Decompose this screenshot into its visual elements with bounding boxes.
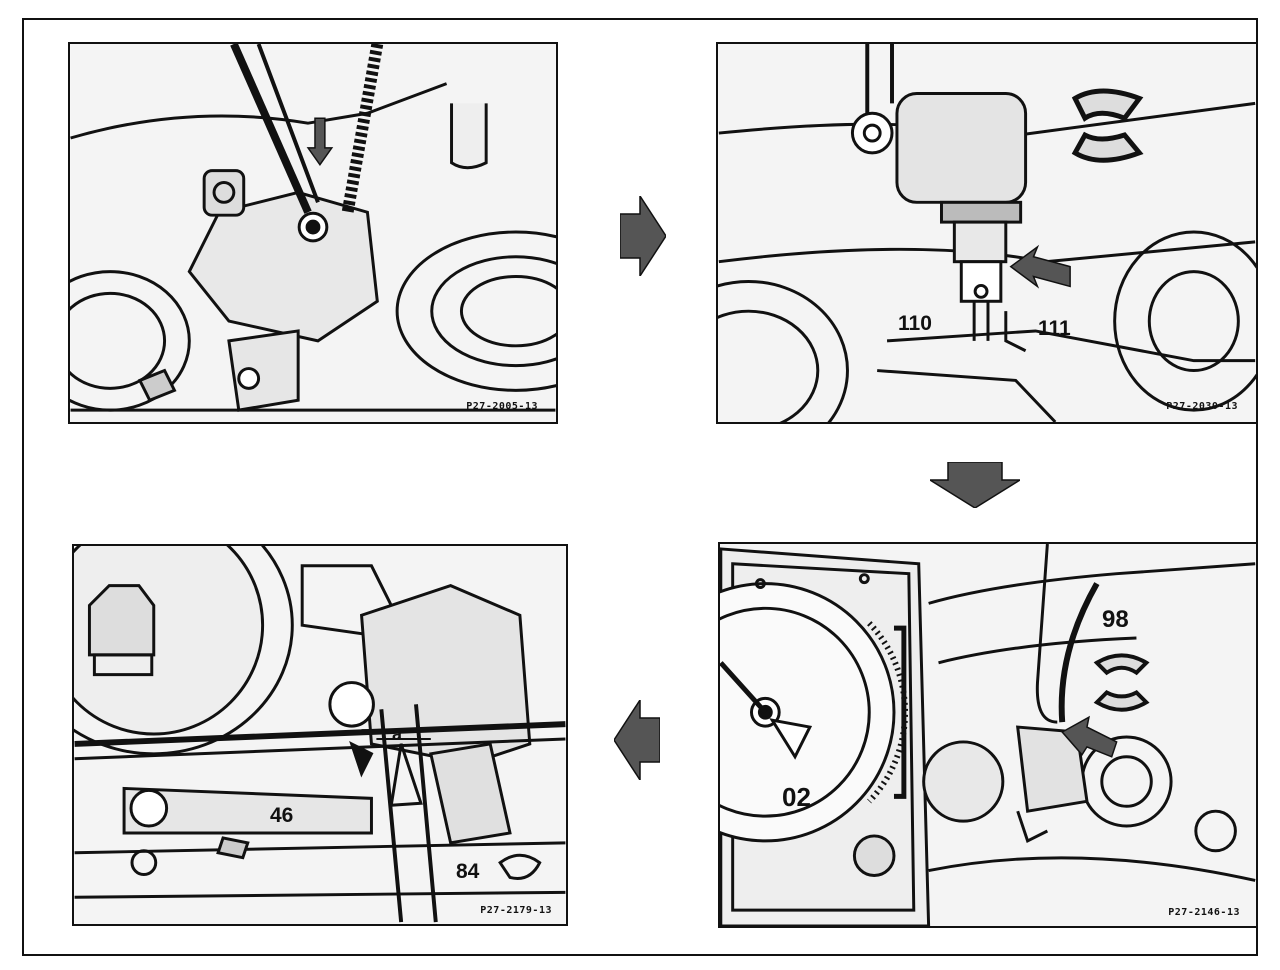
panel-4-measurement: a 46 84 P27-2179-13 [72, 544, 568, 926]
callout-110: 110 [898, 312, 932, 335]
panel-4-code: P27-2179-13 [480, 905, 552, 916]
callout-111: 111 [1038, 317, 1071, 340]
panel-2-code: P27-2030-13 [1166, 401, 1238, 412]
panel-3-gauge: 98 02 P27-2146-13 [718, 542, 1258, 928]
callout-a: a [392, 724, 403, 744]
callout-84: 84 [456, 860, 480, 883]
callout-02: 02 [782, 782, 811, 812]
flow-arrow-left-icon [614, 700, 660, 780]
panel-1-code: P27-2005-13 [466, 401, 538, 412]
panel-3-illustration [720, 544, 1256, 926]
panel-2-illustration [718, 44, 1256, 422]
flow-arrow-right-icon [620, 196, 666, 276]
callout-98: 98 [1102, 606, 1129, 633]
callout-46: 46 [270, 804, 294, 827]
flow-arrow-down-icon [930, 462, 1020, 508]
panel-2-connector: 110 111 P27-2030-13 [716, 42, 1258, 424]
panel-4-illustration [74, 546, 566, 924]
panel-1-illustration [70, 44, 556, 422]
panel-1-rod-linkage: P27-2005-13 [68, 42, 558, 424]
panel-3-code: P27-2146-13 [1168, 907, 1240, 918]
